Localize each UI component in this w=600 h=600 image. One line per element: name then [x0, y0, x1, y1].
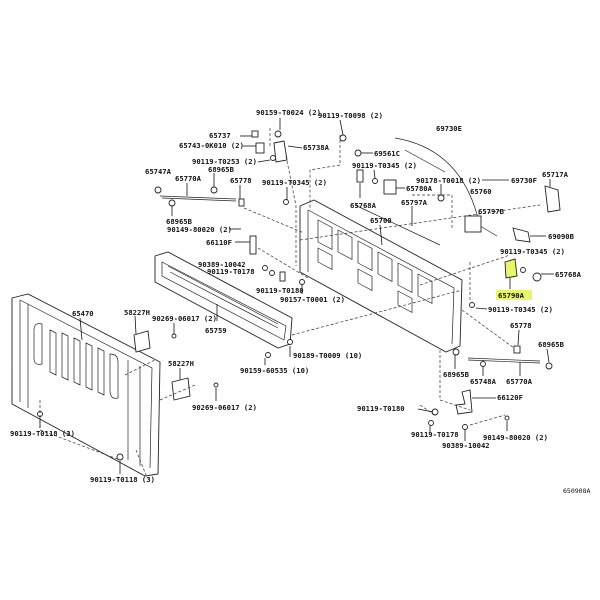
part-label[interactable]: 65738A	[303, 143, 330, 152]
diagram-reference-code: 650908A	[563, 487, 590, 495]
support-cable-left	[159, 195, 237, 200]
part-label[interactable]: 90149-80020 (2)	[167, 225, 232, 234]
part-label[interactable]: 68965B	[443, 370, 470, 379]
part-label[interactable]: 90178-T0018 (2)	[416, 176, 481, 185]
part-label[interactable]: 90119-T0098 (2)	[318, 111, 383, 120]
part-label[interactable]: 65778	[510, 321, 532, 330]
highlighted-part-65790a	[504, 258, 518, 279]
part-label[interactable]: 65737	[209, 131, 231, 140]
part-label[interactable]: 65797A	[401, 198, 428, 207]
part-label[interactable]: 90269-06017 (2)	[192, 403, 257, 412]
part-label[interactable]: 69730F	[511, 176, 537, 185]
part-label[interactable]: 90389-10042	[442, 441, 490, 450]
part-label[interactable]: 90119-T0180	[256, 286, 304, 295]
part-label-highlighted[interactable]: 65790A	[498, 291, 525, 300]
part-label[interactable]: 90159-T0024 (2)	[256, 108, 321, 117]
part-label[interactable]: 65770A	[506, 377, 533, 386]
part-label[interactable]: 65747A	[145, 167, 172, 176]
part-label[interactable]: 65770A	[175, 174, 202, 183]
part-label[interactable]: 68965B	[166, 217, 193, 226]
part-label[interactable]: 90119-T0178	[207, 267, 255, 276]
part-label[interactable]: 90159-60535 (10)	[240, 366, 309, 375]
part-label[interactable]: 90119-T0345 (2)	[488, 305, 553, 314]
part-label[interactable]: 65759	[205, 326, 227, 335]
part-label[interactable]: 65717A	[542, 170, 569, 179]
part-label[interactable]: 68965B	[538, 340, 565, 349]
part-label[interactable]: 90119-T0345 (2)	[352, 161, 417, 170]
part-label[interactable]: 69561C	[374, 149, 400, 158]
cable-69730e	[394, 137, 482, 229]
part-label[interactable]: 69730E	[436, 124, 462, 133]
part-label[interactable]: 65797B	[478, 207, 505, 216]
part-label[interactable]: 90269-06017 (2)	[152, 314, 217, 323]
support-cable-right	[467, 357, 541, 362]
leader-lines	[39, 118, 554, 474]
part-label[interactable]: 65780A	[406, 184, 433, 193]
part-label[interactable]: 90189-T0009 (10)	[293, 351, 362, 360]
part-label[interactable]: 65768A	[350, 201, 377, 210]
part-label[interactable]: 90119-T0118 (3)	[10, 429, 75, 438]
part-label[interactable]: 65743-0K010 (2)	[179, 141, 244, 150]
part-highlight	[496, 290, 532, 300]
part-label[interactable]: 65760	[470, 187, 492, 196]
part-label[interactable]: 65748A	[470, 377, 497, 386]
guide-lines	[39, 128, 541, 476]
part-labels: 90159-T0024 (2) 90119-T0098 (2) 65737 65…	[10, 108, 590, 495]
part-label[interactable]: 90119-T0345 (2)	[262, 178, 327, 187]
part-label[interactable]: 58227H	[168, 359, 194, 368]
part-label[interactable]: 65700	[370, 216, 392, 225]
part-label[interactable]: 90119-T0253 (2)	[192, 157, 257, 166]
part-label[interactable]: 69090B	[548, 232, 575, 241]
part-label[interactable]: 68965B	[208, 165, 235, 174]
part-label[interactable]: 66120F	[497, 393, 523, 402]
part-label[interactable]: 90119-T0118 (3)	[90, 475, 155, 484]
part-label[interactable]: 65470	[72, 309, 94, 318]
part-label[interactable]: 90119-T0178	[411, 430, 459, 439]
part-label[interactable]: 90157-T0001 (2)	[280, 295, 345, 304]
part-label[interactable]: 65778	[230, 176, 252, 185]
part-label[interactable]: 90119-T0345 (2)	[500, 247, 565, 256]
rod-65797a	[354, 204, 441, 246]
outer-tailgate-panel	[11, 293, 161, 477]
part-label[interactable]: 65768A	[555, 270, 582, 279]
part-label[interactable]: 90119-T0180	[357, 404, 405, 413]
part-label[interactable]: 90149-80020 (2)	[483, 433, 548, 442]
part-label[interactable]: 66110F	[206, 238, 232, 247]
tailgate-trim-panel	[154, 251, 293, 349]
part-label[interactable]: 58227H	[124, 308, 150, 317]
part-label[interactable]: 90389-10042	[198, 260, 246, 269]
